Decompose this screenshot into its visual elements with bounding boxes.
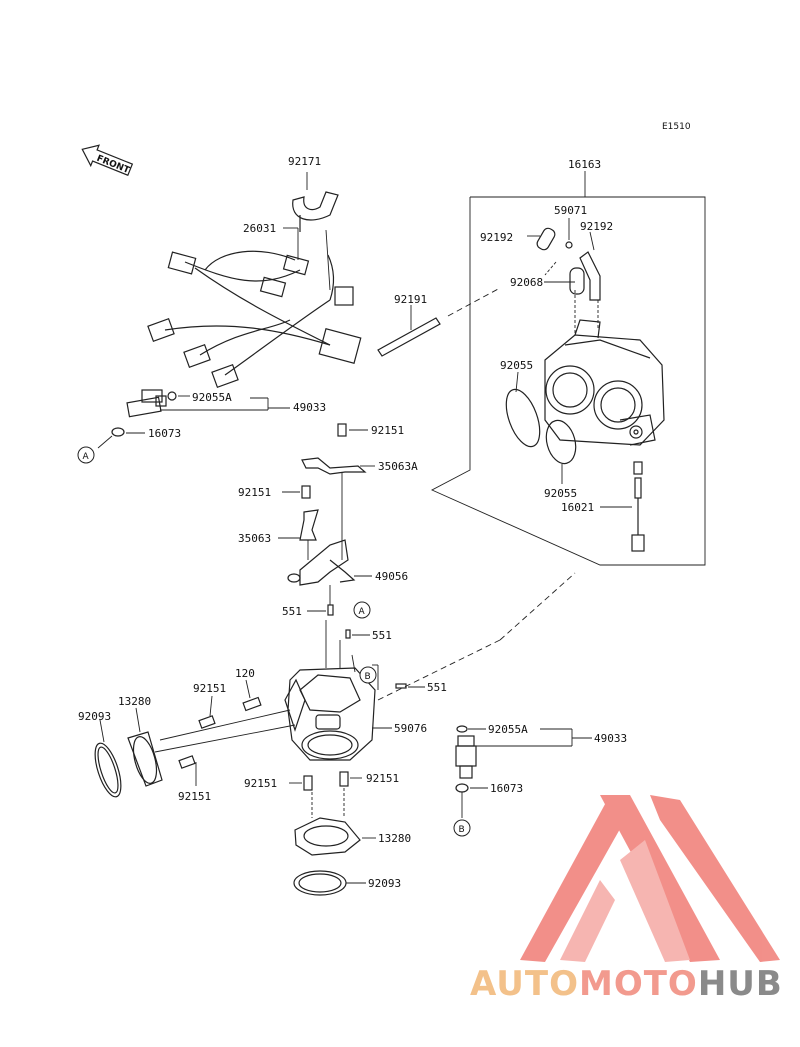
- injector-bottom: [455, 725, 477, 793]
- pin-551-c: [395, 683, 407, 689]
- label-120: 120: [235, 667, 255, 680]
- label-92093-1: 92093: [78, 710, 111, 723]
- o-ring-92055-a: [505, 388, 541, 448]
- o-ring-92055-b: [545, 419, 577, 465]
- fitting-59071: [565, 241, 573, 249]
- label-92192-b: 92192: [580, 220, 613, 233]
- callout-b-mid: B: [359, 666, 377, 684]
- label-92055A-bottom: 92055A: [488, 723, 528, 736]
- hose-right: [579, 251, 601, 301]
- sensor-16021: [631, 461, 645, 552]
- label-92151-3: 92151: [193, 682, 226, 695]
- bracket-35063: [299, 485, 319, 541]
- ring-92093-left: [94, 742, 122, 798]
- label-59071: 59071: [554, 204, 587, 217]
- throttle-body-59076: [284, 667, 376, 761]
- throttle-body-box: [430, 196, 706, 566]
- svg-text:B: B: [459, 825, 465, 835]
- gasket-13280-left: [127, 731, 163, 787]
- pin-551-b: [345, 629, 351, 639]
- hose-92068: [569, 267, 585, 295]
- bolt-92151-br: [339, 771, 349, 787]
- clamp-92171: [292, 191, 339, 232]
- callout-a-top: A: [77, 446, 95, 464]
- svg-text:A: A: [359, 607, 366, 617]
- label-49033-top: 49033: [293, 401, 326, 414]
- label-92192-a: 92192: [480, 231, 513, 244]
- hose-left: [536, 227, 556, 251]
- diagram-code: E1510: [662, 122, 691, 132]
- callout-a-mid: A: [353, 601, 371, 619]
- label-92068: 92068: [510, 276, 543, 289]
- label-92151-4: 92151: [178, 790, 211, 803]
- callout-b-bottom: B: [453, 819, 471, 837]
- gasket-13280-bottom: [294, 817, 361, 856]
- label-13280-1: 13280: [118, 695, 151, 708]
- label-13280-2: 13280: [378, 832, 411, 845]
- label-92055-2: 92055: [544, 487, 577, 500]
- bracket-35063A: [301, 423, 367, 475]
- label-35063: 35063: [238, 532, 271, 545]
- label-16073-bottom: 16073: [490, 782, 523, 795]
- label-551-2: 551: [372, 629, 392, 642]
- svg-text:A: A: [83, 452, 90, 462]
- bolt-92151-left: [198, 715, 216, 729]
- label-92151-2: 92151: [238, 486, 271, 499]
- pin-551-a: [327, 604, 334, 616]
- label-16073-top: 16073: [148, 427, 181, 440]
- label-92151-5: 92151: [244, 777, 277, 790]
- label-92151-1: 92151: [371, 424, 404, 437]
- watermark-logo-icon: [520, 795, 780, 962]
- label-551-1: 551: [282, 605, 302, 618]
- label-92055-1: 92055: [500, 359, 533, 372]
- shaft-92191: [377, 317, 441, 357]
- wiring-harness-26031: [147, 250, 362, 389]
- label-92171: 92171: [288, 155, 321, 168]
- label-92055A-top: 92055A: [192, 391, 232, 404]
- label-92151-6: 92151: [366, 772, 399, 785]
- label-551-3: 551: [427, 681, 447, 694]
- label-49033-bottom: 49033: [594, 732, 627, 745]
- label-16021: 16021: [561, 501, 594, 514]
- watermark-text: AUTOMOTOHUB: [470, 964, 783, 1004]
- bolt-120: [242, 696, 262, 712]
- front-arrow-icon: FRONT: [81, 144, 134, 176]
- label-49056: 49056: [375, 570, 408, 583]
- label-26031: 26031: [243, 222, 276, 235]
- fuel-rail-49056: [287, 539, 356, 586]
- throttle-body: [544, 319, 665, 446]
- label-59076: 59076: [394, 722, 427, 735]
- svg-text:B: B: [365, 672, 371, 682]
- label-92191: 92191: [394, 293, 427, 306]
- label-92093-2: 92093: [368, 877, 401, 890]
- bolt-92151-lower: [178, 755, 196, 769]
- bolt-92151-bl: [303, 775, 313, 791]
- label-16163: 16163: [568, 158, 601, 171]
- injector-top: [111, 389, 177, 437]
- label-35063A: 35063A: [378, 460, 418, 473]
